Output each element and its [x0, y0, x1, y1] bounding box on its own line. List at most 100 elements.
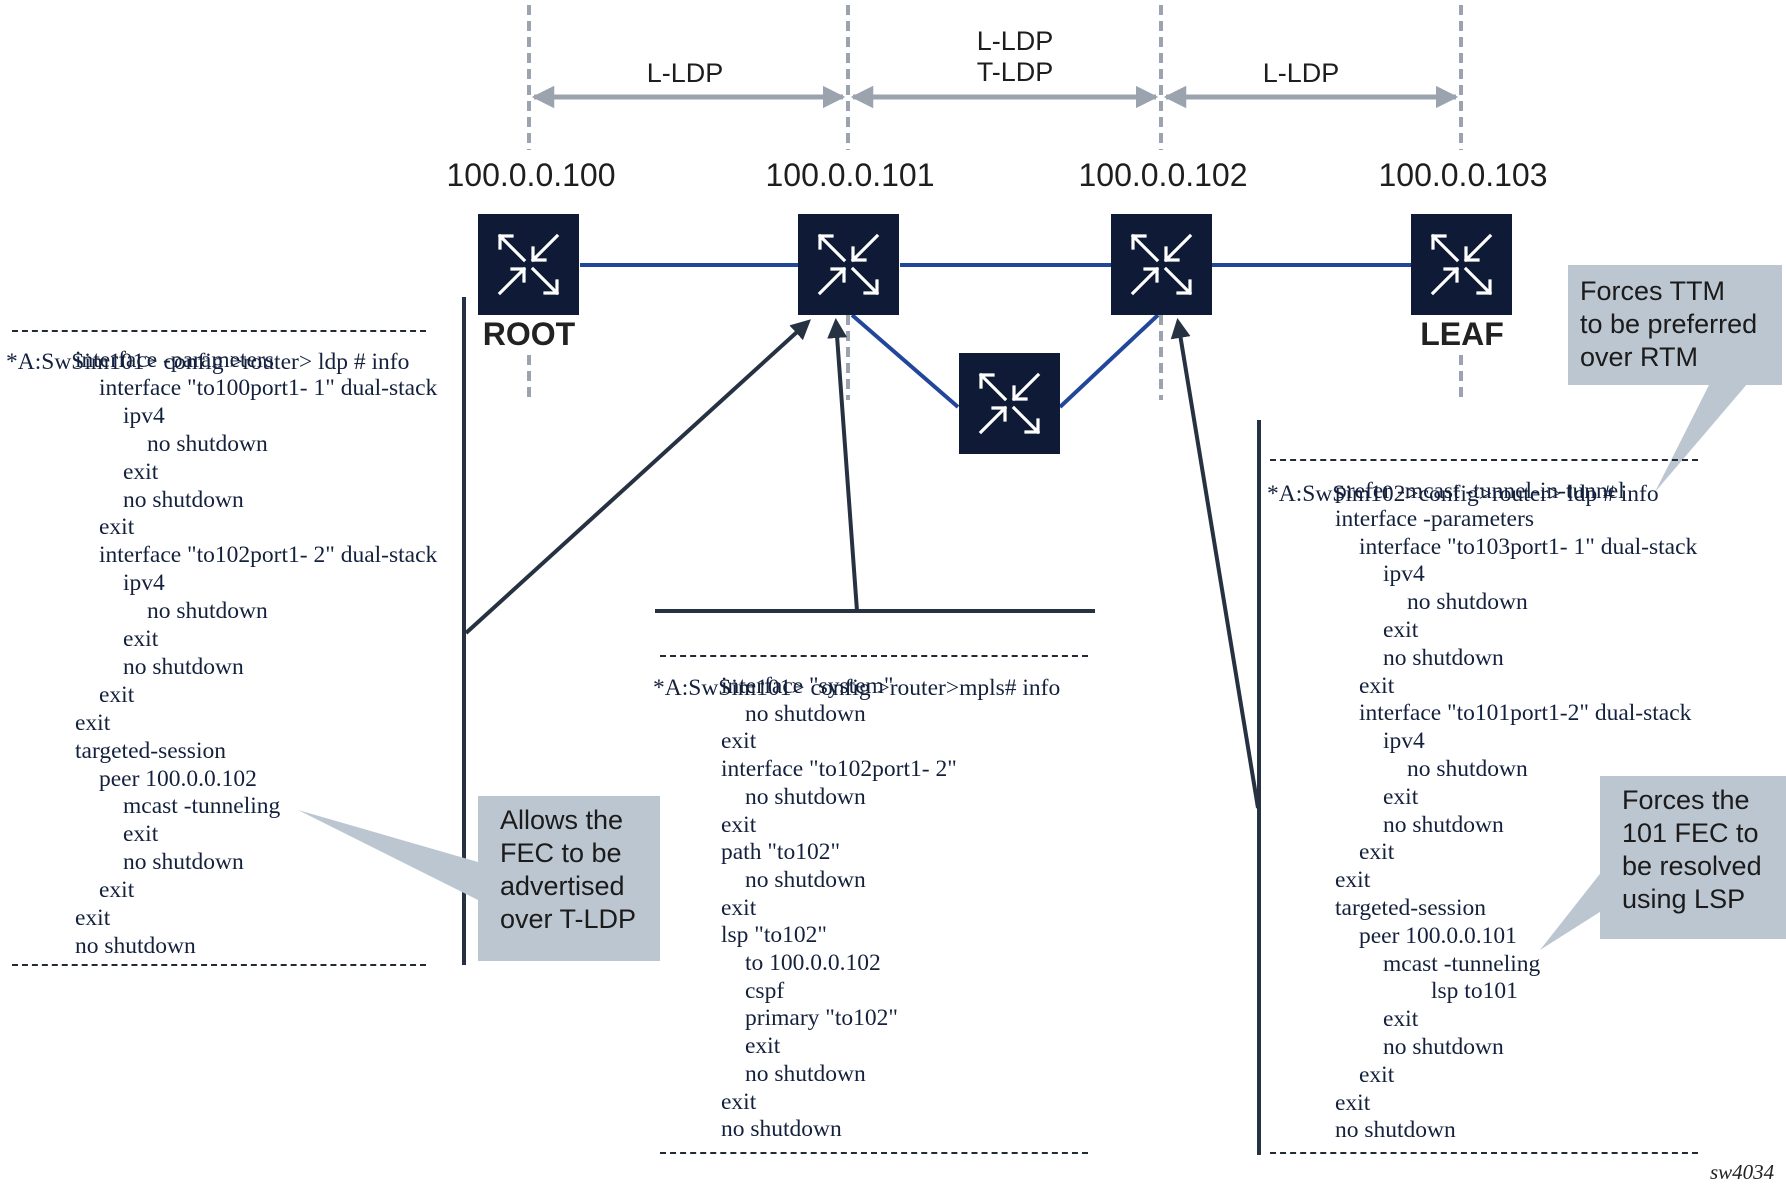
cli-line: exit [721, 1088, 757, 1115]
cli-line: targeted-session [1335, 895, 1486, 921]
callout-line: be resolved [1622, 851, 1762, 881]
cli-line: exit [721, 894, 757, 921]
cli-line: exit [721, 728, 757, 755]
cli-line: lsp "to102" [721, 922, 828, 949]
callout-line: Forces the [1622, 785, 1750, 815]
cli-line: interface -parameters [1335, 505, 1534, 532]
cli-divider [660, 655, 1088, 657]
cli-line: exit [1383, 617, 1419, 643]
callout-line: to be preferred [1580, 309, 1758, 339]
cli-line: exit [75, 709, 111, 736]
callout-fec-tldp: Allows the FEC to be advertised over T-L… [478, 796, 660, 961]
cli-line: ipv4 [1383, 728, 1425, 755]
cli-line: to 100.0.0.102 [745, 950, 881, 976]
segment-label-1: L-LDP [600, 58, 770, 89]
router-leaf[interactable] [1409, 212, 1514, 317]
ip-label-103: 100.0.0.103 [1378, 157, 1548, 193]
cli-line: no shutdown [1407, 756, 1528, 782]
router-root[interactable] [476, 212, 581, 317]
cli-header: *A:SwSim101> config >router>mpls# info [653, 674, 1061, 701]
cli-line: peer 100.0.0.102 [99, 765, 257, 792]
segment-label-3: L-LDP [1216, 58, 1386, 89]
cli-line: no shutdown [1407, 589, 1528, 616]
pointer-ldp102-to-router102 [1170, 318, 1260, 809]
cli-divider [12, 964, 426, 966]
cli-line: interface "to102port1- 2" dual-stack [99, 542, 438, 569]
cli-line: exit [99, 514, 135, 541]
cli-line: no shutdown [1383, 1034, 1504, 1060]
figure-id: sw4034 [1710, 1160, 1775, 1184]
router-102[interactable] [1109, 212, 1214, 317]
cli-header: *A:SwSim102>config>router> ldp # info [1267, 480, 1659, 507]
cli-line: exit [99, 681, 135, 708]
pointer-ldp101-to-router101 [464, 319, 811, 635]
cli-line: ipv4 [1383, 561, 1425, 588]
segment-label-line: L-LDP [976, 26, 1054, 56]
cli-line: interface "to100port1- 1" dual-stack [99, 374, 438, 401]
cli-line: no shutdown [721, 1116, 842, 1143]
cli-line: no shutdown [745, 866, 866, 893]
cli-line: no shutdown [123, 486, 244, 513]
ip-label-101: 100.0.0.101 [765, 157, 935, 193]
cli-line: exit [1383, 783, 1419, 810]
cli-line: mcast -tunneling [1383, 950, 1541, 977]
segment-label-line: T-LDP [976, 57, 1054, 87]
cli-line: interface "to103port1- 1" dual-stack [1359, 533, 1698, 560]
cli-line: interface "to101port1-2" dual-stack [1359, 700, 1692, 727]
link-mid-102 [1058, 313, 1160, 409]
cli-line: no shutdown [1383, 811, 1504, 838]
cli-divider [660, 1152, 1088, 1154]
segment-label-line: L-LDP [646, 58, 724, 88]
cli-line: exit [1359, 672, 1395, 699]
cli-line: no shutdown [1335, 1117, 1456, 1144]
segment-label-2: L-LDP T-LDP [930, 26, 1100, 88]
cli-line: exit [123, 821, 159, 848]
cli-line: no shutdown [745, 1060, 866, 1087]
cli-line: targeted-session [75, 737, 226, 764]
cli-divider [1270, 1152, 1698, 1154]
callout-line: advertised [500, 871, 625, 901]
callout-fec-lsp: Forces the 101 FEC to be resolved using … [1600, 776, 1786, 939]
cli-line: cspf [745, 977, 785, 1004]
callout-line: using LSP [1622, 884, 1746, 914]
cli-line: no shutdown [745, 783, 866, 810]
router-mid[interactable] [957, 351, 1062, 456]
callout-pointer-ttm [1655, 383, 1748, 492]
cli-line: mcast -tunneling [123, 793, 281, 820]
cli-line: path "to102" [721, 839, 841, 866]
callout-line: Allows the [500, 805, 624, 835]
callout-line: over RTM [1580, 342, 1699, 372]
cli-sim101-ldp: *A:SwSim101> config >router> ldp # info … [6, 293, 437, 959]
router-101[interactable] [796, 212, 901, 317]
cli-sim102-ldp: *A:SwSim102>config>router> ldp # info pr… [1267, 425, 1697, 1143]
cli-line: ipv4 [123, 402, 165, 429]
cli-line: ipv4 [123, 570, 165, 597]
cli-line: exit [1335, 1089, 1371, 1116]
cli-brackets [462, 297, 1261, 1155]
cli-line: exit [75, 905, 111, 931]
cli-line: interface "to102port1- 2" [721, 756, 957, 783]
cli-line: peer 100.0.0.101 [1359, 922, 1517, 949]
cli-sim101-mpls: *A:SwSim101> config >router>mpls# info i… [653, 619, 1061, 1142]
callout-line: FEC to be [500, 838, 622, 868]
cli-line: exit [1335, 867, 1371, 894]
cli-divider [12, 330, 426, 332]
pointer-arrows [464, 318, 1260, 809]
role-label-root: ROOT [482, 316, 576, 352]
cli-line: exit [1383, 1006, 1419, 1033]
guide-lines [527, 5, 1463, 400]
callout-pointer-fec-tldp [298, 810, 478, 900]
callout-line: 101 FEC to [1622, 818, 1759, 848]
cli-line: no shutdown [123, 849, 244, 876]
ip-label-100: 100.0.0.100 [446, 157, 616, 193]
cli-line: exit [745, 1033, 781, 1060]
cli-line: interface "system" [721, 673, 894, 699]
callout-line: Forces TTM [1580, 276, 1726, 306]
cli-header: *A:SwSim101> config >router> ldp # info [6, 348, 410, 375]
cli-line: prefer -mcast -tunnel-in-tunnel [1335, 478, 1625, 504]
callout-pointer-fec-lsp [1540, 870, 1603, 950]
cli-line: exit [1359, 839, 1395, 866]
callout-pointers [298, 383, 1748, 950]
link-101-mid [850, 313, 960, 409]
